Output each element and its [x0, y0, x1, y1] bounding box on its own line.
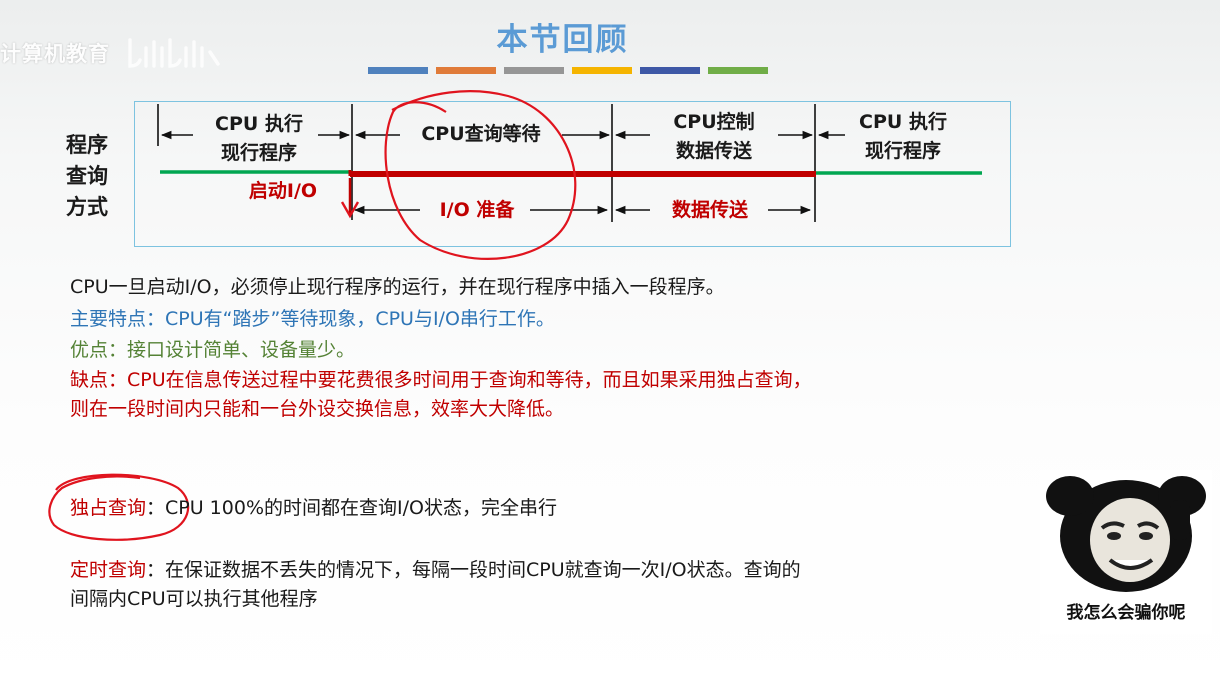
segment-label-execute: CPU 执行 现行程序: [215, 113, 303, 164]
color-bar: [708, 67, 768, 74]
segment-label-execute-resume: CPU 执行 现行程序: [859, 111, 947, 162]
panda-face-icon: [1046, 476, 1206, 592]
color-bar: [368, 67, 428, 74]
bilibili-logo-icon: [128, 38, 220, 68]
segment-label-query-wait: CPU查询等待: [421, 123, 541, 145]
diagram-side-label: 程序 查询 方式: [66, 133, 108, 219]
timed-query-text: ：在保证数据不丢失的情况下，每隔一段时间CPU就查询一次I/O状态。查询的: [146, 559, 801, 581]
watermark-text: 计算机教育: [0, 42, 110, 66]
panda-meme: 我怎么会骗你呢: [1040, 470, 1212, 634]
color-bar: [572, 67, 632, 74]
segment-label-data-transfer-control: CPU控制 数据传送: [673, 111, 755, 162]
color-bar: [436, 67, 496, 74]
color-bar: [504, 67, 564, 74]
meme-caption: 我怎么会骗你呢: [1066, 603, 1186, 623]
io-prepare-label: I/O 准备: [439, 199, 515, 221]
pros-line: 优点：接口设计简单、设备量少。: [70, 339, 356, 361]
data-transfer-label: 数据传送: [671, 199, 748, 221]
intro-line: CPU一旦启动I/O，必须停止现行程序的运行，并在现行程序中插入一段程序。: [70, 276, 725, 298]
exclusive-query-text: ：CPU 100%的时间都在查询I/O状态，完全串行: [146, 497, 557, 519]
color-bar: [640, 67, 700, 74]
timed-query-line-2: 间隔内CPU可以执行其他程序: [70, 588, 318, 610]
cons-line-2: 则在一段时间内只能和一台外设交换信息，效率大大降低。: [70, 398, 565, 420]
start-io-label: 启动I/O: [248, 180, 318, 202]
cons-line-1: 缺点：CPU在信息传送过程中要花费很多时间用于查询和等待，而且如果采用独占查询，: [70, 369, 812, 391]
exclusive-query-line: 独占查询：CPU 100%的时间都在查询I/O状态，完全串行: [70, 495, 557, 522]
timed-query-line: 定时查询：在保证数据不丢失的情况下，每隔一段时间CPU就查询一次I/O状态。查询…: [70, 557, 801, 584]
page-title: 本节回顾: [496, 22, 629, 58]
timed-query-label: 定时查询: [70, 559, 147, 581]
features-line: 主要特点：CPU有“踏步”等待现象，CPU与I/O串行工作。: [70, 308, 555, 330]
exclusive-query-label: 独占查询: [70, 497, 147, 519]
